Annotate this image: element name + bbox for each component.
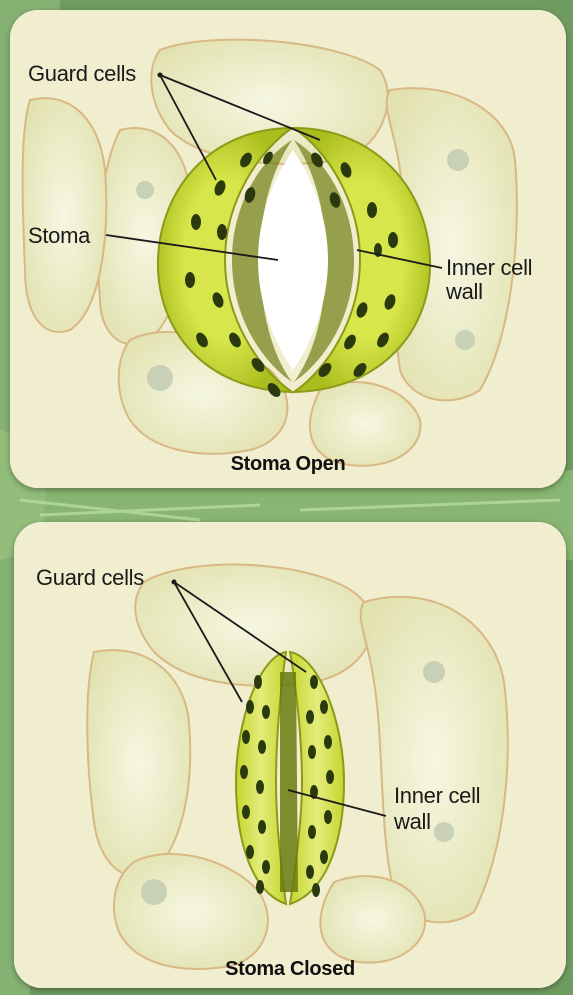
stoma-label: Stoma — [28, 224, 90, 248]
inner-cell-wall-label-line1: Inner cell — [446, 256, 532, 280]
guard-cells-label-closed: Guard cells — [36, 566, 144, 590]
inner-cell-wall-label-closed-line2: wall — [394, 810, 431, 834]
stoma-open-panel: Guard cells Stoma Inner cell wall Stoma … — [10, 10, 566, 488]
stoma-closed-caption: Stoma Closed — [14, 958, 566, 981]
inner-cell-wall-label-closed-line1: Inner cell — [394, 784, 480, 808]
stoma-closed-panel: Guard cells Inner cell wall Stoma Closed — [14, 522, 566, 988]
stoma-closed-diagram — [14, 522, 566, 988]
guard-cells-label: Guard cells — [28, 62, 136, 86]
stoma-open-caption: Stoma Open — [10, 453, 566, 476]
inner-cell-wall-label-line2: wall — [446, 280, 483, 304]
